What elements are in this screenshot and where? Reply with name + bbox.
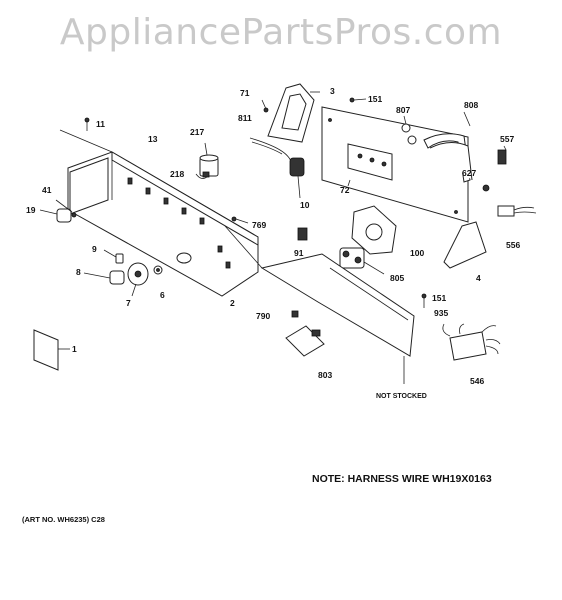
- inlet-hose-808: [423, 111, 473, 183]
- valve-805: [339, 247, 385, 275]
- callout-3: 3: [330, 86, 335, 96]
- lower-panel-not-stocked: [260, 253, 415, 384]
- callout-71: 71: [240, 88, 250, 98]
- knob-7: [127, 262, 149, 297]
- callout-11: 11: [96, 119, 105, 129]
- connector-803: [285, 325, 325, 357]
- screw-11: [84, 117, 90, 131]
- callout-4: 4: [476, 273, 481, 283]
- screw-151-bottom: [421, 293, 427, 308]
- switch-10: [289, 157, 305, 199]
- callout-935: 935: [434, 308, 448, 318]
- endcap-4: [443, 221, 487, 269]
- wire-harness-546: [442, 323, 501, 361]
- part-627: [482, 184, 490, 192]
- callout-151-bottom: 151: [432, 293, 446, 303]
- callout-557: 557: [500, 134, 514, 144]
- callout-811: 811: [238, 113, 252, 123]
- screw-769: [231, 216, 249, 224]
- callout-10: 10: [300, 200, 310, 210]
- art-number: (ART NO. WH6235) C28: [22, 515, 105, 524]
- screw-151-top: [349, 97, 367, 103]
- callout-100: 100: [410, 248, 424, 258]
- wire-811: [249, 137, 293, 165]
- hose-washer-807: [401, 115, 417, 145]
- callout-1: 1: [72, 344, 77, 354]
- callout-218: 218: [170, 169, 184, 179]
- rear-panel-72: [321, 106, 469, 223]
- callout-803: 803: [318, 370, 332, 380]
- clip-557: [497, 145, 507, 165]
- callout-627: 627: [462, 168, 476, 178]
- part-9: [103, 249, 124, 264]
- callout-769: 769: [252, 220, 266, 230]
- callout-808: 808: [464, 100, 478, 110]
- owners-manual-1: [33, 329, 70, 371]
- module-100: [351, 205, 397, 255]
- callout-151-top: 151: [368, 94, 382, 104]
- callout-805: 805: [390, 273, 404, 283]
- callout-19: 19: [26, 205, 36, 215]
- harness-wire-note: NOTE: HARNESS WIRE WH19X0163: [312, 473, 492, 485]
- callout-2: 2: [230, 298, 235, 308]
- callout-91: 91: [294, 248, 304, 258]
- callout-7: 7: [126, 298, 131, 308]
- watermark-logo: AppliancePartsPros.com: [59, 12, 503, 53]
- callout-8: 8: [76, 267, 81, 277]
- screw-790: [291, 310, 299, 318]
- callout-556: 556: [506, 240, 520, 250]
- clip-91: [297, 227, 308, 241]
- callout-217: 217: [190, 127, 204, 137]
- callout-not-stocked: NOT STOCKED: [376, 393, 427, 400]
- knob-19: [39, 199, 77, 223]
- callout-41: 41: [42, 185, 52, 195]
- callout-6: 6: [160, 290, 165, 300]
- callout-72: 72: [340, 185, 350, 195]
- callout-807: 807: [396, 105, 410, 115]
- callout-790: 790: [256, 311, 270, 321]
- connector-556: [497, 205, 537, 217]
- callout-9: 9: [92, 244, 97, 254]
- washer-6: [153, 265, 163, 275]
- callout-546: 546: [470, 376, 484, 386]
- clip-218: [195, 171, 210, 179]
- callout-labels: 71 3 151 807 808 11 811 13 217 557 218 6…: [26, 86, 520, 400]
- capacitor-217: [199, 142, 219, 177]
- screw-71: [261, 99, 269, 113]
- callout-13: 13: [148, 134, 158, 144]
- endcap-bracket-3: [267, 83, 320, 143]
- control-panel-backsplash: [59, 129, 263, 297]
- button-8: [83, 270, 125, 285]
